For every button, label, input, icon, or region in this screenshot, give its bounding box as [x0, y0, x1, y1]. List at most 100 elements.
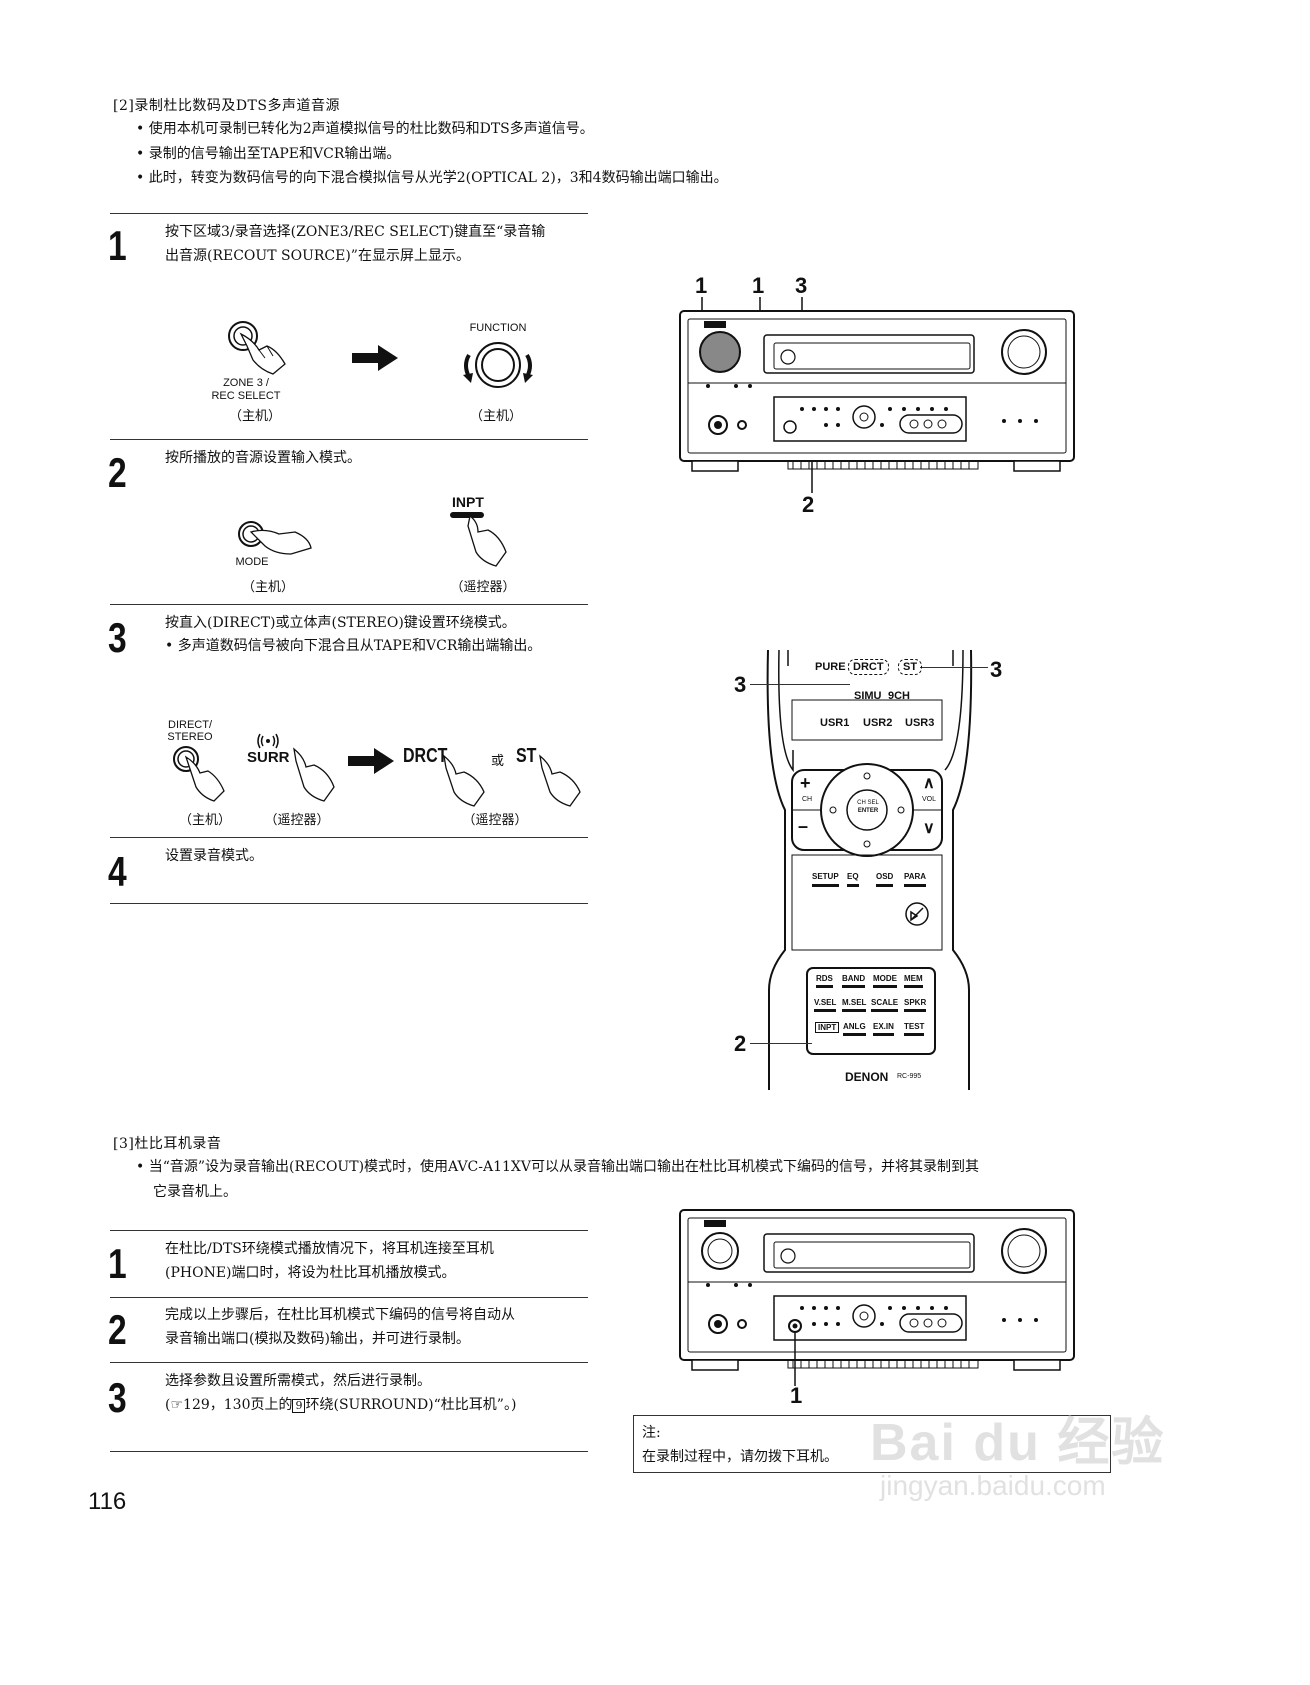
caption-remote: （遥控器）: [450, 580, 516, 595]
st-label: ST: [516, 745, 537, 767]
remote-brand-logo: DENON: [845, 1070, 889, 1084]
step-text: 完成以上步骤后，在杜比耳机模式下编码的信号将自动从: [165, 1307, 515, 1323]
watermark-logo: Bai du 经验: [870, 1414, 1166, 1472]
step-number: 3: [108, 614, 127, 661]
remote-key-ch-up[interactable]: +: [800, 773, 811, 793]
section3-title: [3]杜比耳机录音: [113, 1136, 222, 1152]
step-number: 1: [108, 222, 127, 269]
remote-key-para[interactable]: PARA: [904, 872, 927, 887]
step-divider: [110, 1451, 588, 1452]
section3-bullet-cont: 它录音机上。: [153, 1184, 237, 1200]
callout-number: 3: [990, 657, 1003, 682]
caption-main-unit: （主机）: [178, 813, 231, 828]
callout-number: 3: [795, 273, 808, 298]
remote-key-usr2[interactable]: USR2: [863, 717, 893, 729]
stereo-label: STEREO: [167, 731, 213, 743]
av-receiver-front-panel: [679, 297, 1075, 493]
step-text: 设置录音模式。: [165, 848, 263, 864]
callout-number: 2: [734, 1031, 747, 1056]
rec-select-label: REC SELECT: [211, 390, 281, 402]
note-box: 注: 在录制过程中，请勿拨下耳机。: [633, 1415, 1111, 1473]
remote-key-msel[interactable]: M.SEL: [842, 998, 867, 1012]
remote-key-mode[interactable]: MODE: [873, 974, 897, 988]
mode-button-press-illustration: [238, 521, 312, 555]
av-receiver-front-panel: [679, 1209, 1075, 1386]
remote-key-ch-down[interactable]: –: [798, 816, 809, 836]
step-text: 按下区域3/录音选择(ZONE3/REC SELECT)键直至“录音输: [165, 224, 546, 240]
mode-label: MODE: [235, 556, 269, 568]
remote-key-usr1[interactable]: USR1: [820, 717, 850, 729]
remote-key-osd[interactable]: OSD: [876, 872, 894, 887]
step-divider: [110, 604, 588, 605]
caption-main-unit: （主机）: [469, 409, 522, 424]
remote-ch-label: CH: [802, 796, 813, 803]
step-text: 录音输出端口(模拟及数码)输出，并可进行录制。: [165, 1331, 470, 1347]
remote-key-vol-up[interactable]: ∧: [923, 775, 935, 792]
callout-line: [750, 684, 850, 685]
section2-bullet-2: • 录制的信号输出至TAPE和VCR输出端。: [136, 146, 401, 162]
step-divider: [110, 837, 588, 838]
callout-line: [750, 1043, 812, 1044]
step-text: 出音源(RECOUT SOURCE)”在显示屏上显示。: [165, 248, 470, 264]
remote-key-spkr[interactable]: SPKR: [904, 998, 927, 1012]
note-title: 注:: [642, 1425, 661, 1441]
remote-key-vsel[interactable]: V.SEL: [814, 998, 837, 1012]
watermark-url: jingyan.baidu.com: [880, 1470, 1106, 1501]
direct-stereo-button-press-illustration: [173, 746, 225, 802]
step-number: 1: [108, 1240, 127, 1287]
remote-key-usr3[interactable]: USR3: [905, 717, 935, 729]
step-text: 按所播放的音源设置输入模式。: [165, 450, 361, 466]
arrow-right-icon: [352, 345, 398, 371]
step-text: 选择参数且设置所需模式，然后进行录制。: [165, 1373, 431, 1389]
remote-key-9ch[interactable]: 9CH: [888, 690, 911, 702]
surr-label: SURR: [247, 749, 290, 766]
step-divider: [110, 439, 588, 440]
remote-key-mem[interactable]: MEM: [904, 974, 923, 988]
step-divider: [110, 903, 588, 904]
surround-sound-icon: [257, 733, 279, 749]
arrow-right-icon: [348, 748, 394, 774]
caption-remote: （遥控器）: [462, 813, 528, 828]
caption-remote: （遥控器）: [264, 813, 330, 828]
remote-key-simu[interactable]: SIMU: [854, 690, 882, 702]
caption-main-unit: （主机）: [228, 409, 281, 424]
direct-label: DIRECT/: [168, 719, 212, 731]
remote-key-setup[interactable]: SETUP: [812, 872, 839, 887]
remote-vol-label: VOL: [922, 796, 937, 803]
remote-key-pure[interactable]: PURE: [815, 661, 846, 673]
remote-key-vol-down[interactable]: ∨: [923, 820, 935, 837]
inpt-label: INPT: [452, 494, 484, 510]
remote-key-rds[interactable]: RDS: [816, 974, 833, 988]
remote-key-eq[interactable]: EQ: [847, 872, 859, 887]
callout-number: 3: [734, 672, 747, 697]
callout-line: [920, 667, 988, 668]
function-label: FUNCTION: [469, 322, 527, 334]
hand-pointer-icon: ☞: [170, 1397, 184, 1413]
remote-key-enter[interactable]: ENTER: [857, 808, 879, 814]
section2-title: [2]录制杜比数码及DTS多声道音源: [113, 98, 340, 114]
page-number: 116: [88, 1488, 127, 1515]
callout-number: 1: [752, 273, 765, 298]
step-number: 3: [108, 1374, 127, 1421]
callout-number: 1: [695, 273, 708, 298]
caption-main-unit: （主机）: [241, 580, 294, 595]
remote-key-st[interactable]: ST: [898, 659, 923, 675]
remote-key-band[interactable]: BAND: [842, 974, 866, 988]
step-divider: [110, 213, 588, 214]
callout-number: 1: [790, 1383, 803, 1408]
remote-key-inpt[interactable]: INPT: [815, 1022, 840, 1033]
step-text: • 多声道数码信号被向下混合且从TAPE和VCR输出端输出。: [165, 638, 542, 654]
step-text: (PHONE)端口时，将设为杜比耳机播放模式。: [165, 1265, 456, 1281]
remote-ch-sel-label: CH SEL: [857, 800, 879, 806]
remote-key-drct[interactable]: DRCT: [848, 659, 889, 675]
zone3-button-press-illustration: [228, 321, 286, 375]
remote-key-test[interactable]: TEST: [904, 1022, 925, 1036]
remote-key-scale[interactable]: SCALE: [871, 998, 899, 1012]
section2-bullet-1: • 使用本机可录制已转化为2声道模拟信号的杜比数码和DTS多声道信号。: [136, 121, 594, 137]
zone3-label: ZONE 3 /: [223, 377, 269, 389]
remote-key-exin[interactable]: EX.IN: [873, 1022, 894, 1036]
step-number: 2: [108, 449, 127, 496]
or-label: 或: [491, 754, 505, 769]
remote-key-anlg[interactable]: ANLG: [843, 1022, 866, 1036]
